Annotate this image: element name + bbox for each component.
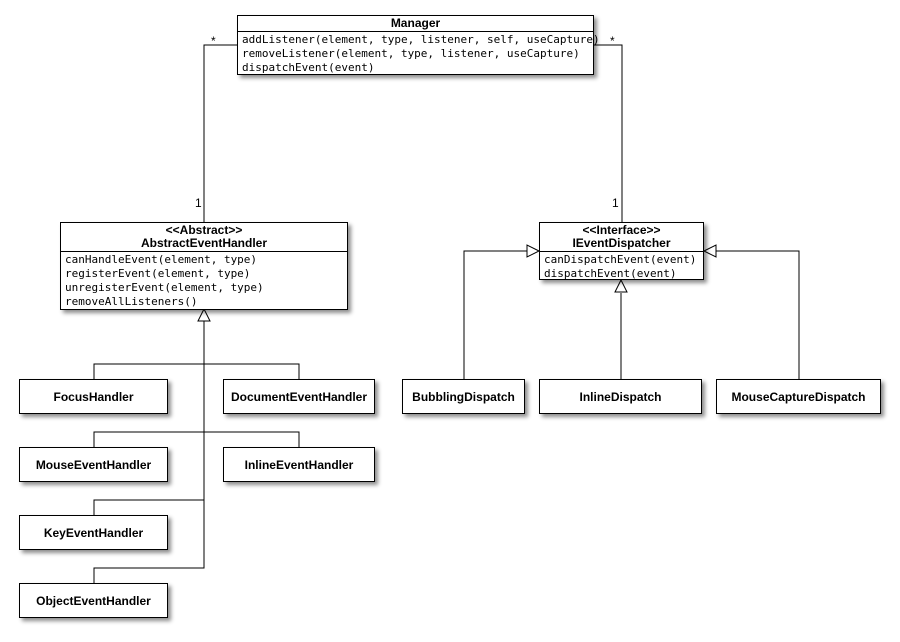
- manager-class: Manager addListener(element, type, liste…: [237, 15, 600, 75]
- mouse-capture-dispatch-class: MouseCaptureDispatch: [716, 379, 881, 414]
- class-stereotype: <<Interface>>: [582, 223, 661, 237]
- operation: registerEvent(element, type): [65, 267, 251, 280]
- operations-compartment: addListener(element, type, listener, sel…: [238, 31, 600, 75]
- realization-mouse-capture: [716, 250, 800, 380]
- operation: dispatchEvent(event): [242, 61, 375, 74]
- mouse-event-handler-class: MouseEventHandler: [19, 447, 168, 482]
- bubbling-dispatch-class: BubblingDispatch: [402, 379, 525, 414]
- multiplicity-handler-end: 1: [195, 196, 202, 210]
- inheritance-connector-focus-document: [93, 363, 300, 380]
- class-name: AbstractEventHandler: [140, 236, 268, 250]
- multiplicity-manager-right: *: [610, 34, 615, 48]
- association-manager-dispatcher: [593, 44, 623, 224]
- realization-bubbling: [463, 250, 528, 380]
- abstract-event-handler-class: <<Abstract>> AbstractEventHandler canHan…: [60, 222, 348, 310]
- multiplicity-dispatcher-end: 1: [612, 196, 619, 210]
- document-event-handler-class: DocumentEventHandler: [223, 379, 375, 414]
- operations-compartment: canDispatchEvent(event) dispatchEvent(ev…: [540, 251, 703, 281]
- inheritance-arrowhead-handlers: [197, 307, 211, 322]
- focus-handler-class: FocusHandler: [19, 379, 168, 414]
- key-event-handler-class: KeyEventHandler: [19, 515, 168, 550]
- inline-event-handler-class: InlineEventHandler: [223, 447, 375, 482]
- operation: unregisterEvent(element, type): [65, 281, 264, 294]
- operation: canHandleEvent(element, type): [65, 253, 258, 266]
- class-stereotype: <<Abstract>>: [165, 223, 243, 237]
- operation: removeListener(element, type, listener, …: [242, 47, 580, 60]
- operation: removeAllListeners(): [65, 295, 198, 308]
- realization-arrowhead-bubbling: [526, 244, 541, 258]
- realization-arrowhead-mouse-capture: [702, 244, 717, 258]
- inheritance-connector-mouse-inline: [93, 431, 300, 448]
- realization-arrowhead-inline: [614, 278, 628, 293]
- operation: addListener(element, type, listener, sel…: [242, 33, 600, 46]
- multiplicity-manager-left: *: [211, 34, 216, 48]
- class-name: Manager: [390, 16, 441, 30]
- ievent-dispatcher-interface: <<Interface>> IEventDispatcher canDispat…: [539, 222, 704, 280]
- association-manager-handler: [203, 44, 238, 224]
- operation: canDispatchEvent(event): [544, 253, 697, 266]
- inheritance-connector-object: [93, 564, 205, 584]
- operations-compartment: canHandleEvent(element, type) registerEv…: [61, 251, 347, 309]
- operation: dispatchEvent(event): [544, 267, 677, 280]
- object-event-handler-class: ObjectEventHandler: [19, 583, 168, 618]
- inline-dispatch-class: InlineDispatch: [539, 379, 702, 414]
- inheritance-connector-key: [93, 499, 204, 516]
- class-name: IEventDispatcher: [572, 236, 671, 250]
